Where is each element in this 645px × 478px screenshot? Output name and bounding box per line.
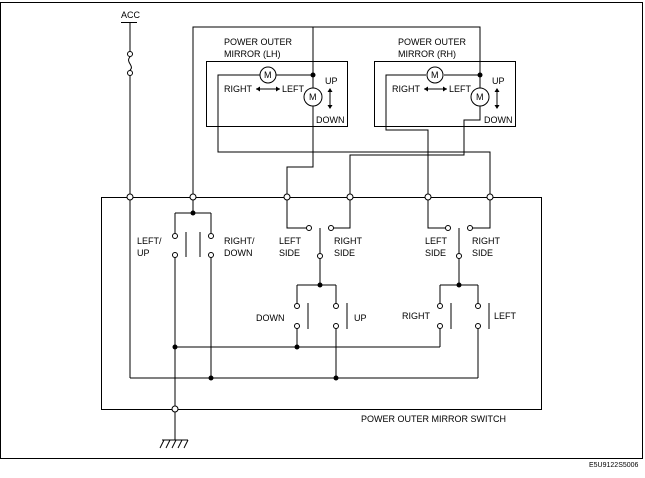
lh-left-side-label-line2: SIDE bbox=[279, 248, 300, 258]
lh-motor-vertical: M bbox=[303, 87, 323, 107]
rh-horizontal-arrow-icon bbox=[424, 86, 447, 92]
lh-motor-horizontal: M bbox=[259, 66, 277, 84]
rh-right-label: RIGHT bbox=[392, 84, 421, 94]
rh-right-side-label-line1: RIGHT bbox=[472, 236, 501, 246]
junction-dot bbox=[310, 72, 316, 78]
rh-left-label: LEFT bbox=[449, 84, 472, 94]
up-switch-label: UP bbox=[354, 313, 367, 323]
lh-side-selector-switch bbox=[306, 225, 334, 259]
mirror-wiring bbox=[192, 26, 491, 197]
lh-right-label: RIGHT bbox=[224, 84, 253, 94]
rh-left-side-label-line2: SIDE bbox=[425, 248, 446, 258]
rh-mirror-title-line1: POWER OUTER bbox=[398, 37, 467, 47]
motor-label: M bbox=[309, 92, 317, 102]
right-down-label-line2: DOWN bbox=[224, 248, 253, 258]
lh-right-side-label-line1: RIGHT bbox=[334, 236, 363, 246]
lh-mirror-box bbox=[206, 61, 348, 127]
switch-junction-dots bbox=[172, 210, 462, 381]
rh-up-label: UP bbox=[492, 76, 505, 86]
figure-code: E5U9122S5006 bbox=[589, 462, 639, 469]
rh-vertical-arrow-icon bbox=[494, 88, 500, 109]
mirror-switch-box bbox=[101, 197, 542, 410]
left-switch-label: LEFT bbox=[494, 311, 517, 321]
right-left-switch bbox=[437, 303, 490, 329]
rh-side-selector-switch bbox=[445, 225, 473, 259]
up-down-switch bbox=[294, 303, 348, 329]
lh-horizontal-arrow-icon bbox=[256, 86, 280, 92]
lh-left-label: LEFT bbox=[282, 84, 305, 94]
switch-title: POWER OUTER MIRROR SWITCH bbox=[361, 414, 506, 424]
lh-mirror-title-line2: MIRROR (LH) bbox=[224, 49, 281, 59]
junction-dot bbox=[477, 72, 483, 78]
lh-right-side-label-line2: SIDE bbox=[334, 248, 355, 258]
diagram-frame bbox=[0, 2, 643, 459]
left-up-label-line2: UP bbox=[137, 248, 150, 258]
lh-left-side-label-line1: LEFT bbox=[279, 236, 302, 246]
rh-mirror-title-line2: MIRROR (RH) bbox=[398, 49, 456, 59]
rh-left-side-label-line1: LEFT bbox=[425, 236, 448, 246]
acc-label: ACC bbox=[121, 10, 141, 20]
left-up-right-down-switch bbox=[172, 232, 214, 258]
down-switch-label: DOWN bbox=[256, 313, 285, 323]
rh-down-label: DOWN bbox=[484, 115, 513, 125]
motor-label: M bbox=[476, 92, 484, 102]
rh-right-side-label-line2: SIDE bbox=[472, 248, 493, 258]
right-switch-label: RIGHT bbox=[402, 311, 431, 321]
lh-down-label: DOWN bbox=[316, 115, 345, 125]
lh-vertical-arrow-icon bbox=[327, 88, 333, 109]
rh-motor-vertical: M bbox=[470, 87, 490, 107]
motor-label: M bbox=[431, 70, 439, 80]
switch-internal-wiring bbox=[129, 200, 491, 440]
lh-up-label: UP bbox=[325, 76, 338, 86]
rh-motor-horizontal: M bbox=[426, 66, 444, 84]
right-down-label-line1: RIGHT/ bbox=[224, 236, 255, 246]
acc-supply bbox=[121, 22, 137, 197]
left-up-label-line1: LEFT/ bbox=[137, 236, 162, 246]
ground-icon bbox=[159, 405, 189, 449]
lh-mirror-title-line1: POWER OUTER bbox=[224, 37, 293, 47]
rh-mirror-box bbox=[374, 61, 516, 127]
motor-label: M bbox=[264, 70, 272, 80]
